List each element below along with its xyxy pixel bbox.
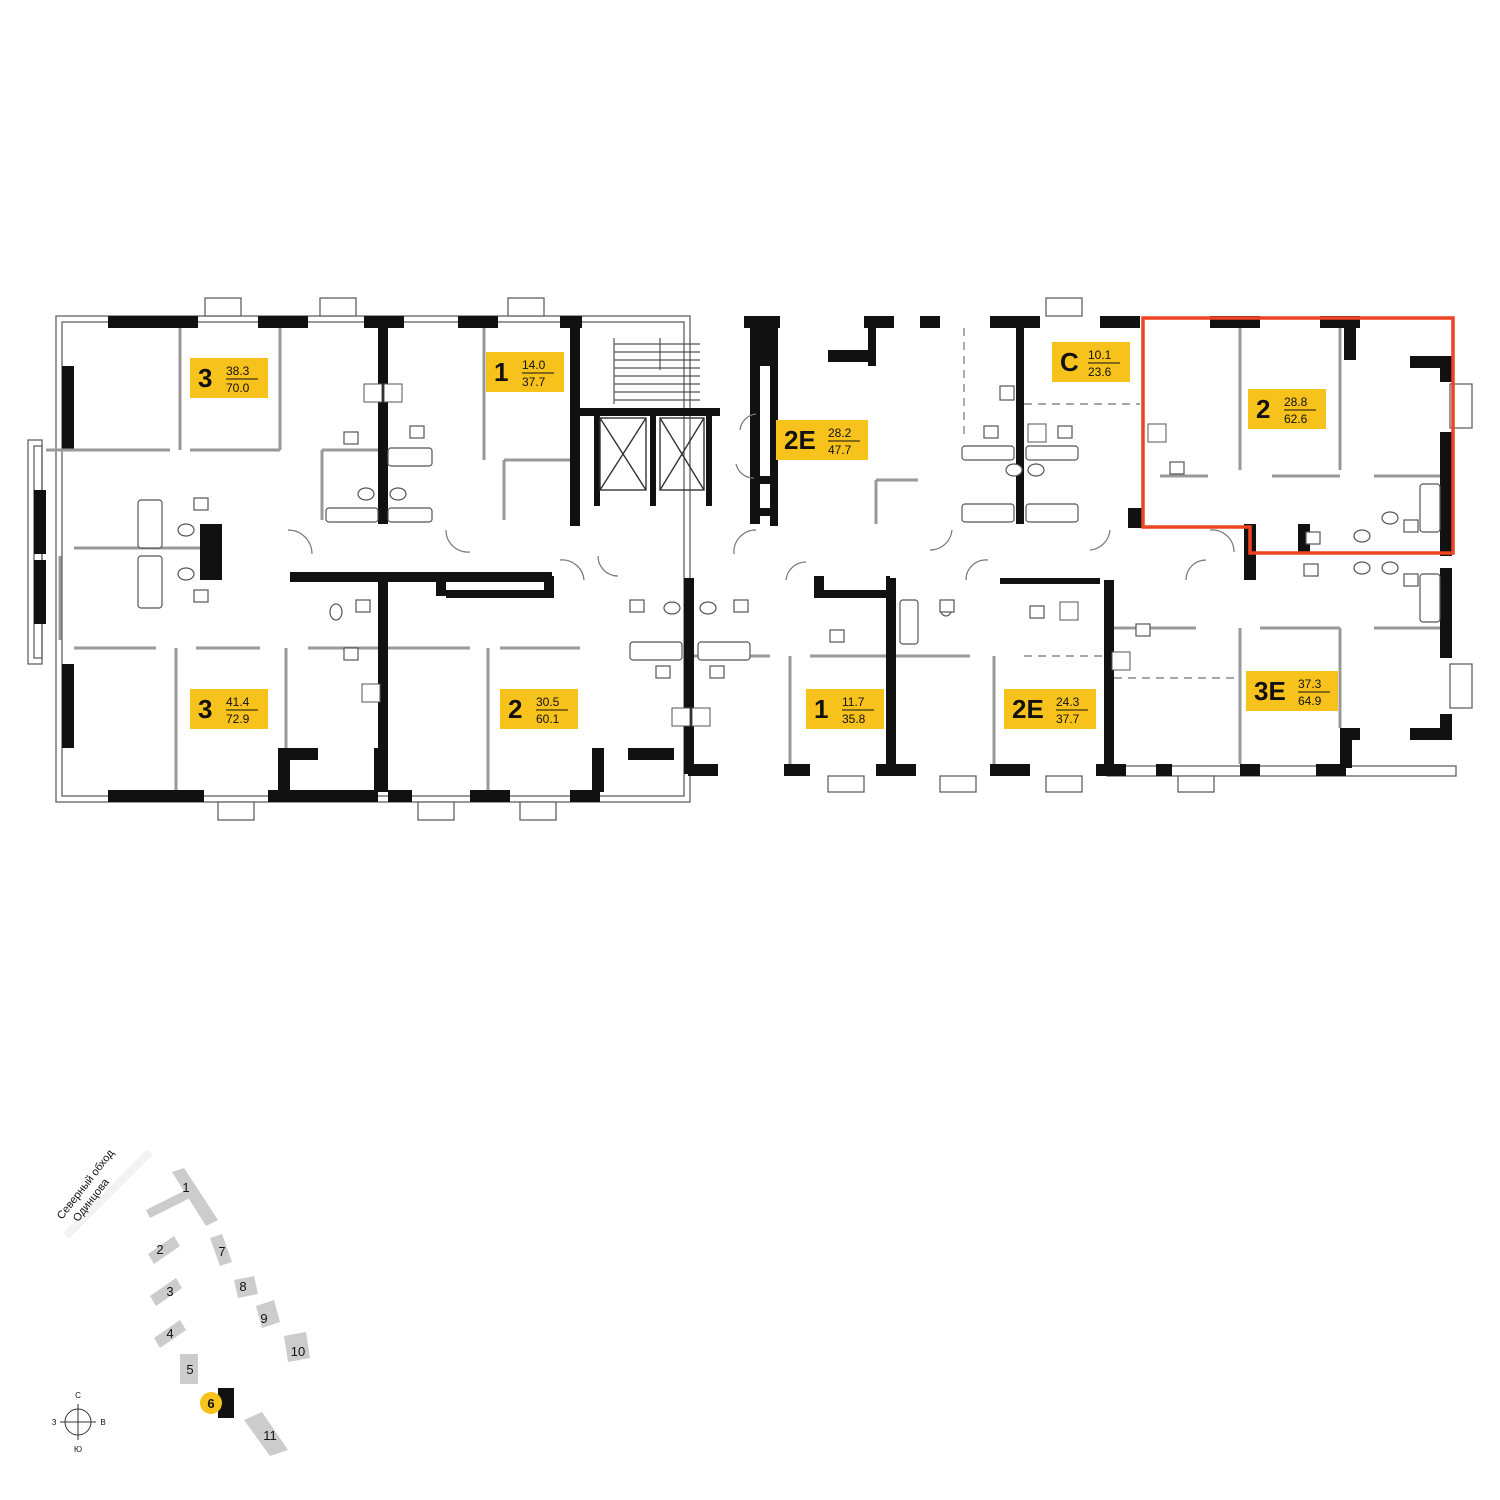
apartment-living-area: 10.1 <box>1088 348 1112 362</box>
apartment-rooms: 1 <box>814 694 828 724</box>
site-building-1: 1 <box>182 1180 189 1195</box>
apartment-living-area: 11.7 <box>842 695 865 709</box>
site-building-6-marker[interactable] <box>200 1392 222 1414</box>
apartment-badge-7[interactable]: 2 30.5 60.1 <box>500 689 578 729</box>
apartment-total-area: 35.8 <box>842 712 866 726</box>
interior-walls <box>200 316 1360 792</box>
compass-west: З <box>52 1418 57 1427</box>
compass: С Ю З В <box>52 1391 106 1454</box>
site-buildings <box>146 1168 310 1456</box>
apartment-rooms: 2 <box>1256 394 1270 424</box>
apartment-badge-bg <box>1246 671 1338 711</box>
apartment-living-area: 38.3 <box>226 364 250 378</box>
selected-apartment-outline[interactable] <box>1141 316 1455 555</box>
apartment-badge-1[interactable]: 3 38.3 70.0 <box>190 358 268 398</box>
site-building-4-shape <box>154 1320 186 1348</box>
apartment-living-area: 28.8 <box>1284 395 1308 409</box>
apartment-badge-3[interactable]: 2E 28.2 47.7 <box>776 420 868 460</box>
apartment-badge-4[interactable]: C 10.1 23.6 <box>1052 342 1130 382</box>
apartment-badges: 3 38.3 70.0 1 14.0 37.7 2E 28.2 47.7 C 10.1 23.6 2 28… <box>190 342 1338 729</box>
apartment-living-area: 28.2 <box>828 426 852 440</box>
site-building-5: 5 <box>186 1362 193 1377</box>
apartment-badge-bg <box>190 358 268 398</box>
site-building-3: 3 <box>166 1284 173 1299</box>
compass-east: В <box>100 1418 105 1427</box>
site-building-9-shape <box>256 1300 280 1328</box>
site-building-6[interactable]: 6 <box>207 1396 214 1411</box>
apartment-total-area: 72.9 <box>226 712 250 726</box>
site-building-labels: 1 2 3 4 5 6 7 8 9 10 11 <box>156 1180 305 1443</box>
apartment-rooms: 3 <box>198 694 212 724</box>
site-building-11-shape <box>244 1412 288 1456</box>
stove-icons <box>361 383 1167 727</box>
apartment-living-area: 37.3 <box>1298 677 1322 691</box>
apartment-badge-bg <box>486 352 564 392</box>
apartment-living-area: 30.5 <box>536 695 560 709</box>
apartment-living-area: 41.4 <box>226 695 250 709</box>
site-building-11: 11 <box>263 1428 277 1443</box>
apartment-badge-bg <box>1004 689 1096 729</box>
site-building-7: 7 <box>218 1244 225 1259</box>
apartment-living-area: 24.3 <box>1056 695 1080 709</box>
sanitary-fixtures <box>137 385 1441 679</box>
apartment-total-area: 47.7 <box>828 443 852 457</box>
apartment-rooms: 3 <box>198 363 212 393</box>
apartment-rooms: 2E <box>784 425 816 455</box>
site-building-1-shape <box>146 1190 190 1218</box>
apartment-badge-2[interactable]: 1 14.0 37.7 <box>486 352 564 392</box>
apartment-total-area: 37.7 <box>522 375 546 389</box>
apartment-badge-9[interactable]: 2E 24.3 37.7 <box>1004 689 1096 729</box>
site-building-7-shape <box>210 1234 232 1266</box>
apartment-badge-bg <box>776 420 868 460</box>
compass-north: С <box>75 1391 81 1400</box>
site-building-10-shape <box>284 1332 310 1362</box>
apartment-total-area: 23.6 <box>1088 365 1112 379</box>
apartment-total-area: 70.0 <box>226 381 250 395</box>
site-building-4: 4 <box>166 1326 173 1341</box>
apartment-badge-6[interactable]: 3 41.4 72.9 <box>190 689 268 729</box>
compass-south: Ю <box>74 1445 82 1454</box>
apartment-living-area: 14.0 <box>522 358 546 372</box>
apartment-rooms: 1 <box>494 357 508 387</box>
apartment-total-area: 62.6 <box>1284 412 1308 426</box>
apartment-badge-bg <box>1248 389 1326 429</box>
apartment-badge-bg <box>1052 342 1130 382</box>
exterior-walls <box>34 316 1452 802</box>
apartment-total-area: 64.9 <box>1298 694 1322 708</box>
site-building-5-shape <box>180 1354 198 1384</box>
apartment-badge-10[interactable]: 3E 37.3 64.9 <box>1246 671 1338 711</box>
road-line <box>63 1149 153 1239</box>
apartment-total-area: 37.7 <box>1056 712 1080 726</box>
site-building-8: 8 <box>239 1279 246 1294</box>
site-building-1-wing <box>172 1168 218 1226</box>
apartment-badge-8[interactable]: 1 11.7 35.8 <box>806 689 884 729</box>
door-swings <box>287 413 1235 581</box>
apartment-badge-5[interactable]: 2 28.8 62.6 <box>1248 389 1326 429</box>
site-building-2-shape <box>148 1236 180 1264</box>
staircase <box>613 338 700 404</box>
apartment-badge-bg <box>190 689 268 729</box>
dashed-lines <box>963 328 1240 679</box>
site-building-9: 9 <box>260 1311 267 1326</box>
apartment-rooms: 2 <box>508 694 522 724</box>
windows <box>204 297 1215 821</box>
apartment-total-area: 60.1 <box>536 712 560 726</box>
site-building-6-shape <box>218 1388 234 1418</box>
apartment-rooms: C <box>1060 347 1079 377</box>
site-building-10: 10 <box>291 1344 305 1359</box>
site-building-8-shape <box>234 1276 258 1298</box>
site-building-2: 2 <box>156 1242 163 1257</box>
site-building-3-shape <box>150 1278 182 1306</box>
elevators <box>599 417 705 491</box>
partitions <box>46 328 1440 790</box>
apartment-rooms: 3E <box>1254 676 1286 706</box>
apartment-badge-bg <box>806 689 884 729</box>
apartment-rooms: 2E <box>1012 694 1044 724</box>
apartment-badge-bg <box>500 689 578 729</box>
